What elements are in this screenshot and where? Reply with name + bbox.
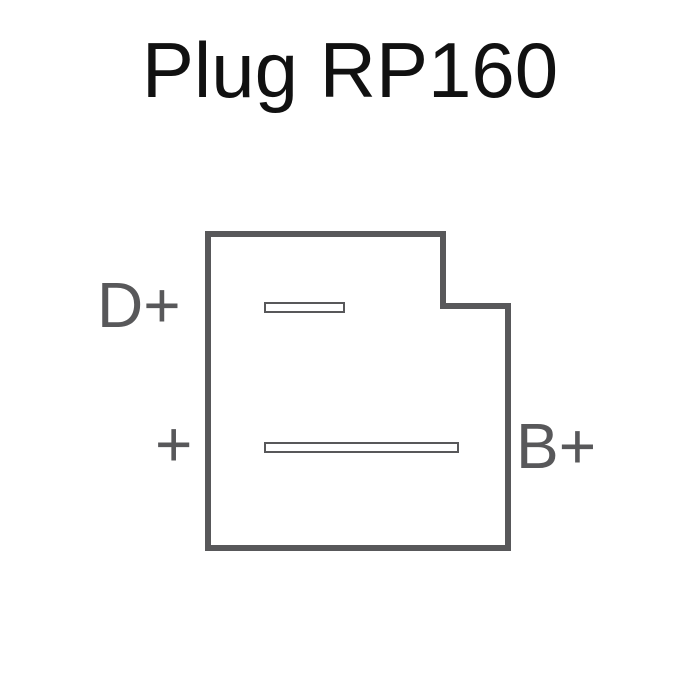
page-title: Plug RP160	[141, 26, 559, 114]
label-b-plus: B+	[516, 410, 596, 482]
label-plus: +	[155, 408, 192, 480]
label-d-plus: D+	[97, 269, 181, 341]
connector-housing-outline	[205, 231, 511, 551]
terminal-slot-b-plus	[264, 442, 459, 453]
terminal-slot-d-plus	[264, 302, 345, 313]
